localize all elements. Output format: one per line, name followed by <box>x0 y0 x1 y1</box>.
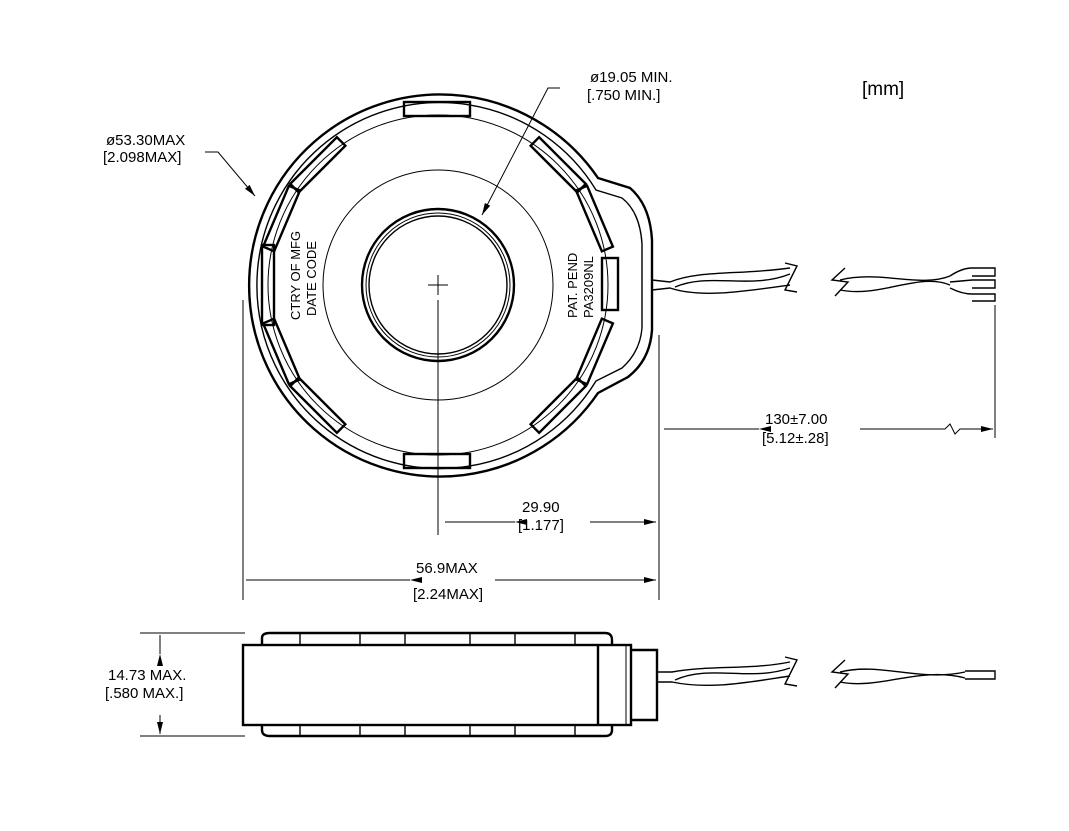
bore-diameter-imperial: [.750 MIN.] <box>587 87 660 104</box>
side-view-body <box>241 631 659 738</box>
center-to-tab-metric: 29.90 <box>522 499 560 516</box>
outer-diameter-metric: ø53.30MAX <box>106 132 185 149</box>
marking-left-line1: CTRY OF MFG <box>288 231 303 320</box>
center-to-tab-imperial: [1.177] <box>518 517 564 534</box>
overall-width-metric: 56.9MAX <box>416 560 478 577</box>
marking-right-line1: PAT. PEND <box>565 253 580 318</box>
lead-length-metric: 130±7.00 <box>765 411 827 428</box>
outer-diameter-imperial: [2.098MAX] <box>103 149 181 166</box>
top-view-leads <box>651 262 996 302</box>
height-imperial: [.580 MAX.] <box>105 685 183 702</box>
height-metric: 14.73 MAX. <box>108 667 186 684</box>
side-view-leads <box>657 656 996 689</box>
bore-diameter-metric: ø19.05 MIN. <box>590 69 673 86</box>
units-label: [mm] <box>862 79 904 100</box>
marking-right-line2: PA3209NL <box>581 256 596 318</box>
marking-left-line2: DATE CODE <box>304 241 319 316</box>
dimension-lines <box>140 87 996 737</box>
lead-length-imperial: [5.12±.28] <box>762 430 829 447</box>
overall-width-imperial: [2.24MAX] <box>413 586 483 603</box>
top-view-body <box>248 93 654 535</box>
